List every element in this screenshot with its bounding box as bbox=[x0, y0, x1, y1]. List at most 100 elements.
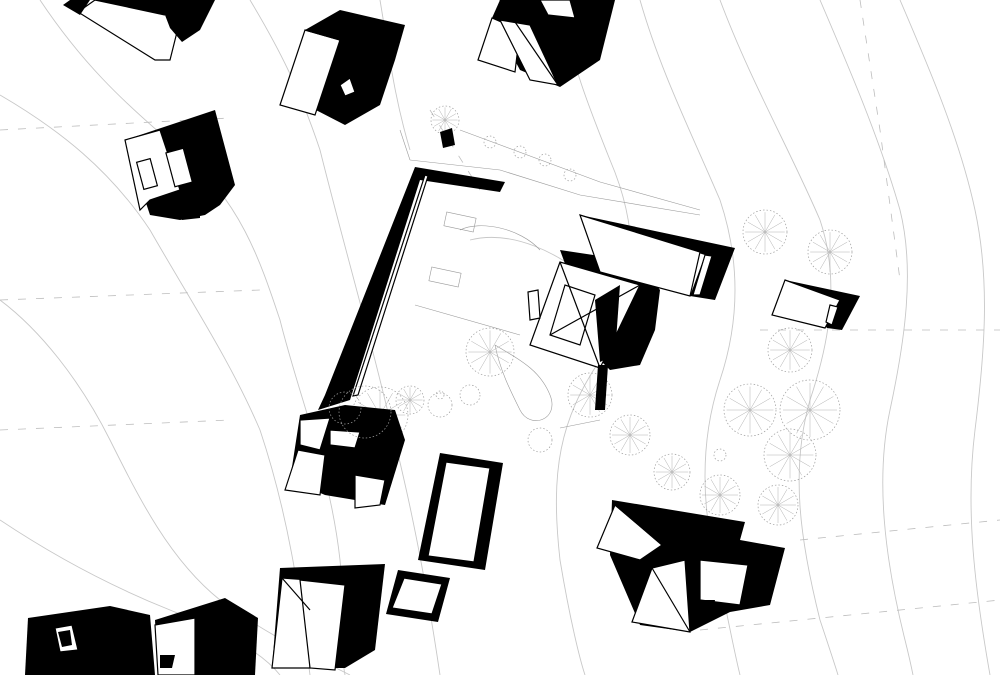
tree-spoke bbox=[489, 340, 509, 353]
tree-spoke bbox=[671, 457, 681, 473]
site-boundary bbox=[399, 129, 701, 421]
building-right-small bbox=[771, 279, 860, 330]
tree-spoke bbox=[614, 434, 631, 445]
tree-spoke bbox=[719, 494, 736, 505]
tree-spoke bbox=[438, 119, 446, 132]
tree-spoke bbox=[738, 409, 751, 431]
tree-spoke bbox=[747, 221, 766, 233]
tree-spoke bbox=[764, 231, 783, 243]
tree-spoke bbox=[749, 409, 771, 422]
tree-spoke bbox=[620, 434, 631, 451]
tree-spoke bbox=[764, 221, 783, 233]
tree-spoke bbox=[444, 113, 457, 121]
tree-spoke bbox=[398, 399, 411, 407]
tree-spoke bbox=[829, 241, 848, 253]
tree-spoke bbox=[738, 389, 751, 411]
building-top-right bbox=[477, 0, 615, 87]
tree-spoke bbox=[749, 389, 762, 411]
long-wall bbox=[318, 167, 505, 410]
tree-spoke bbox=[819, 234, 831, 253]
tree-spoke bbox=[403, 388, 411, 401]
tree-spoke bbox=[789, 454, 811, 467]
tree-spoke bbox=[438, 108, 446, 121]
tree-spoke bbox=[809, 386, 824, 411]
tree-spoke bbox=[829, 234, 841, 253]
tree-spoke bbox=[478, 333, 491, 353]
tree-spoke bbox=[749, 409, 762, 431]
building-bottom-left-1 bbox=[25, 606, 155, 675]
tree-spoke bbox=[747, 231, 766, 243]
tree-spoke bbox=[789, 349, 808, 361]
tree-spoke bbox=[704, 485, 721, 496]
tree-spoke bbox=[629, 434, 646, 445]
tree-spoke bbox=[629, 425, 646, 436]
tree-spoke bbox=[772, 349, 791, 361]
tree-spoke bbox=[777, 504, 788, 521]
property-lines bbox=[0, 0, 1000, 631]
small-shed bbox=[440, 128, 455, 148]
building-top-left bbox=[63, 0, 215, 61]
tree-spoke bbox=[779, 349, 791, 368]
tree-spoke bbox=[710, 479, 721, 496]
tree-spoke bbox=[620, 419, 631, 436]
building-bottom-center bbox=[271, 564, 385, 671]
tree-spoke bbox=[812, 251, 831, 263]
tree-spoke bbox=[789, 434, 802, 456]
tree-spoke bbox=[444, 119, 457, 127]
tree-spoke bbox=[657, 463, 673, 473]
tree-spoke bbox=[769, 454, 791, 467]
tree-spoke bbox=[710, 494, 721, 511]
tree-spoke bbox=[809, 396, 834, 411]
tree-spoke bbox=[403, 399, 411, 412]
tree-spoke bbox=[478, 351, 491, 371]
tree-spoke bbox=[663, 457, 673, 473]
tree-spoke bbox=[768, 504, 779, 521]
tree-spoke bbox=[809, 409, 824, 434]
tree-spoke bbox=[764, 214, 776, 233]
tree-spoke bbox=[663, 471, 673, 487]
tree-spoke bbox=[719, 494, 730, 511]
building-lower-center-left bbox=[284, 405, 405, 509]
tree-spoke bbox=[671, 463, 687, 473]
tree-spoke bbox=[769, 443, 791, 456]
tree-spoke bbox=[444, 108, 452, 121]
tree-spoke bbox=[572, 394, 591, 406]
tree-spoke bbox=[829, 251, 848, 263]
tree-spoke bbox=[471, 340, 491, 353]
tree-spoke bbox=[754, 231, 766, 250]
tree-spoke bbox=[789, 454, 802, 476]
tree-spoke bbox=[579, 377, 591, 396]
tree-spoke bbox=[777, 495, 794, 506]
building-top-center bbox=[279, 10, 405, 125]
tree-spoke bbox=[809, 409, 834, 424]
tree-spoke bbox=[719, 485, 736, 496]
tree-spoke bbox=[729, 398, 751, 411]
tree-spoke bbox=[789, 332, 801, 351]
tree-spoke bbox=[572, 384, 591, 396]
tree-spoke bbox=[779, 332, 791, 351]
building-left bbox=[124, 110, 235, 220]
tree-spoke bbox=[749, 398, 771, 411]
tree-spoke bbox=[579, 394, 591, 413]
tree-spoke bbox=[471, 351, 491, 364]
tree-spoke bbox=[433, 113, 446, 121]
tree-spoke bbox=[729, 409, 751, 422]
tree-spoke bbox=[671, 471, 681, 487]
tree-spoke bbox=[489, 351, 509, 364]
tree-spoke bbox=[796, 409, 811, 434]
tree-spoke bbox=[812, 241, 831, 253]
tree-spoke bbox=[786, 409, 811, 424]
tree-spoke bbox=[629, 434, 640, 451]
tree-spoke bbox=[777, 504, 794, 515]
tree-spoke bbox=[786, 396, 811, 411]
tree-spoke bbox=[829, 251, 841, 270]
tree-cluster bbox=[328, 385, 392, 439]
tree-spoke bbox=[768, 489, 779, 506]
path-markers bbox=[459, 129, 701, 429]
tree-spoke bbox=[762, 495, 779, 506]
tree-spoke bbox=[704, 494, 721, 505]
tree-spoke bbox=[762, 504, 779, 515]
tree-spoke bbox=[614, 425, 631, 436]
tree-spoke bbox=[489, 333, 502, 353]
